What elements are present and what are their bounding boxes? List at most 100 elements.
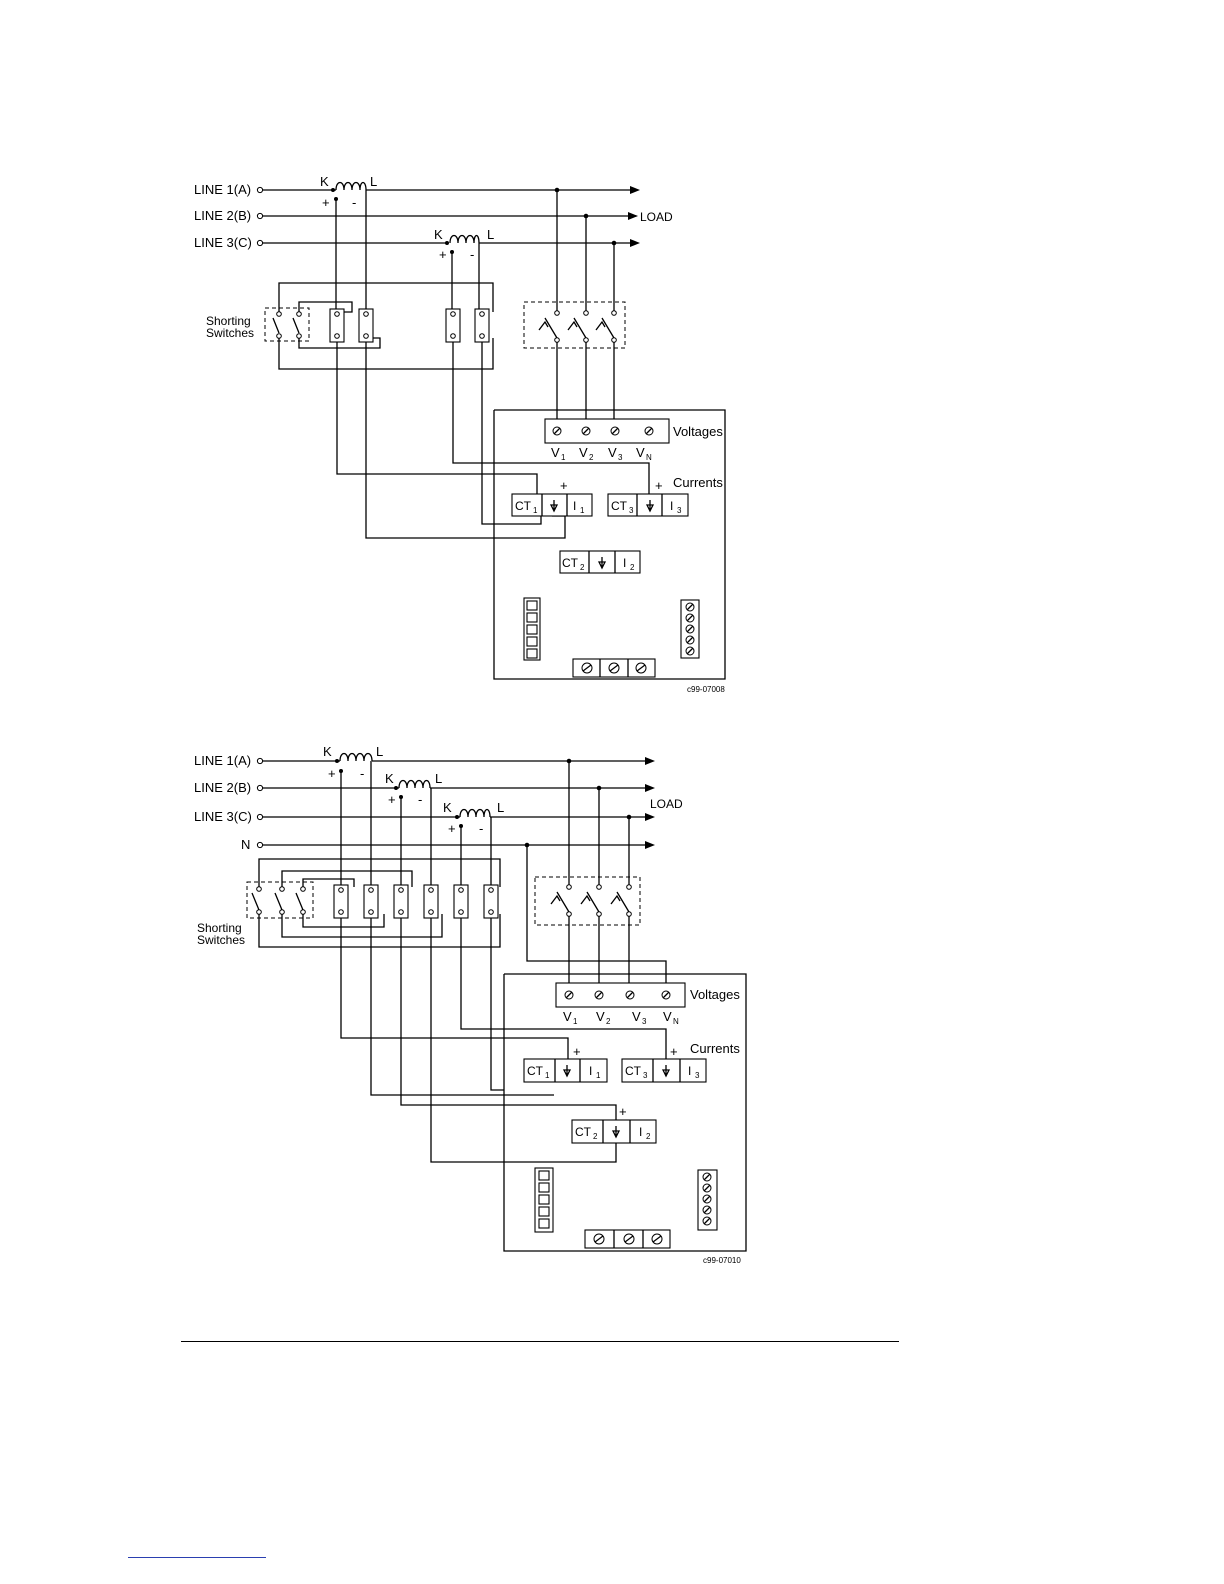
line-2-terminal bbox=[257, 785, 262, 790]
ct-k-label: K bbox=[320, 174, 329, 189]
i2-subscript: 2 bbox=[646, 1132, 651, 1141]
v3-label: V bbox=[632, 1009, 641, 1024]
i1-subscript: 1 bbox=[580, 506, 585, 515]
neutral-terminal bbox=[257, 842, 262, 847]
ct-plus-label: + bbox=[448, 821, 456, 836]
current-transformer-coil: K L + - bbox=[320, 174, 377, 210]
load-label: LOAD bbox=[640, 210, 673, 224]
ct3-plus-label: + bbox=[670, 1044, 678, 1059]
current-transformer-coil: K L + - bbox=[385, 771, 442, 807]
v3-subscript: 3 bbox=[642, 1017, 647, 1026]
neutral-label: N bbox=[241, 837, 250, 852]
ct-k-label: K bbox=[443, 800, 452, 815]
line-conductors bbox=[263, 757, 655, 849]
voltage-disconnect-switches bbox=[525, 759, 666, 990]
line-3-terminal bbox=[257, 240, 262, 245]
ct-plus-label: + bbox=[322, 195, 330, 210]
i3-subscript: 3 bbox=[677, 506, 682, 515]
ct-test-blocks bbox=[334, 761, 498, 918]
figure-code: c99-07008 bbox=[687, 685, 725, 694]
meter-body: Voltages V 1 V 2 V 3 V N Currents + + CT… bbox=[494, 410, 725, 679]
page-divider bbox=[181, 1341, 899, 1342]
ct-plus-label: + bbox=[388, 792, 396, 807]
line-1-terminal bbox=[257, 758, 262, 763]
ct1-subscript: 1 bbox=[533, 506, 538, 515]
i3-label: I bbox=[688, 1064, 691, 1078]
arrow-icon bbox=[645, 784, 655, 792]
line-3-label: LINE 3(C) bbox=[194, 235, 252, 250]
current-transformer-coil: K L + - bbox=[323, 744, 383, 781]
i3-subscript: 3 bbox=[695, 1071, 700, 1080]
v1-subscript: 1 bbox=[561, 453, 566, 462]
arrow-icon bbox=[645, 841, 655, 849]
i2-label: I bbox=[639, 1125, 642, 1139]
footnote-divider bbox=[128, 1557, 266, 1558]
arrow-icon bbox=[630, 186, 640, 194]
ct-l-label: L bbox=[376, 744, 383, 759]
line-2-terminal bbox=[257, 213, 262, 218]
arrow-icon bbox=[645, 757, 655, 765]
comm-port-connector bbox=[535, 1168, 553, 1232]
line-2-label: LINE 2(B) bbox=[194, 780, 251, 795]
currents-label: Currents bbox=[673, 475, 723, 490]
ct3-label: CT bbox=[625, 1064, 642, 1078]
ct1-subscript: 1 bbox=[545, 1071, 550, 1080]
v2-subscript: 2 bbox=[589, 453, 594, 462]
v3-subscript: 3 bbox=[618, 453, 623, 462]
shorting-label-2: Switches bbox=[206, 326, 254, 340]
ct2-subscript: 2 bbox=[593, 1132, 598, 1141]
line-3-terminal bbox=[257, 814, 262, 819]
i2-subscript: 2 bbox=[630, 563, 635, 572]
ct-k-label: K bbox=[385, 771, 394, 786]
v1-label: V bbox=[563, 1009, 572, 1024]
ct-l-label: L bbox=[487, 227, 494, 242]
i3-label: I bbox=[670, 499, 673, 513]
shorting-label-2: Switches bbox=[197, 933, 245, 947]
v2-label: V bbox=[596, 1009, 605, 1024]
ct-minus-label: - bbox=[470, 247, 474, 262]
ct3-label: CT bbox=[611, 499, 628, 513]
vn-label: V bbox=[636, 445, 645, 460]
current-transformer-coil: K L + - bbox=[434, 227, 494, 262]
v1-subscript: 1 bbox=[573, 1017, 578, 1026]
io-terminal-strip bbox=[681, 600, 699, 658]
ct-minus-label: - bbox=[479, 821, 483, 836]
ct2-subscript: 2 bbox=[580, 563, 585, 572]
ct-l-label: L bbox=[497, 800, 504, 815]
wiring-diagram-3-element: LINE 1(A) LINE 2(B) LINE 3(C) LOAD K L +… bbox=[194, 174, 725, 694]
power-terminal-block bbox=[585, 1230, 670, 1248]
vn-subscript: N bbox=[673, 1017, 679, 1026]
power-terminal-block bbox=[573, 659, 655, 677]
line-1-label: LINE 1(A) bbox=[194, 753, 251, 768]
io-terminal-strip bbox=[698, 1170, 717, 1230]
ct-k-label: K bbox=[323, 744, 332, 759]
ct1-label: CT bbox=[527, 1064, 544, 1078]
ct2-plus-label: + bbox=[619, 1104, 627, 1119]
voltages-label: Voltages bbox=[690, 987, 740, 1002]
voltages-label: Voltages bbox=[673, 424, 723, 439]
ct-minus-label: - bbox=[360, 766, 364, 781]
ct1-plus-label: + bbox=[560, 478, 568, 493]
ct-test-blocks bbox=[330, 190, 489, 342]
v3-label: V bbox=[608, 445, 617, 460]
ct3-subscript: 3 bbox=[629, 506, 634, 515]
ct1-label: CT bbox=[515, 499, 532, 513]
load-label: LOAD bbox=[650, 797, 683, 811]
line-1-terminal bbox=[257, 187, 262, 192]
vn-subscript: N bbox=[646, 453, 652, 462]
i1-label: I bbox=[573, 499, 576, 513]
v1-label: V bbox=[551, 445, 560, 460]
ct-l-label: L bbox=[370, 174, 377, 189]
meter-body: Voltages V 1 V 2 V 3 V N Currents + + + … bbox=[504, 974, 746, 1251]
arrow-icon bbox=[630, 239, 640, 247]
ct-minus-label: - bbox=[352, 195, 356, 210]
ct3-subscript: 3 bbox=[643, 1071, 648, 1080]
ct-minus-label: - bbox=[418, 792, 422, 807]
arrow-icon bbox=[645, 813, 655, 821]
line-conductors bbox=[263, 186, 640, 247]
comm-port-connector bbox=[524, 598, 540, 660]
ct3-plus-label: + bbox=[655, 478, 663, 493]
i1-subscript: 1 bbox=[596, 1071, 601, 1080]
currents-label: Currents bbox=[690, 1041, 740, 1056]
